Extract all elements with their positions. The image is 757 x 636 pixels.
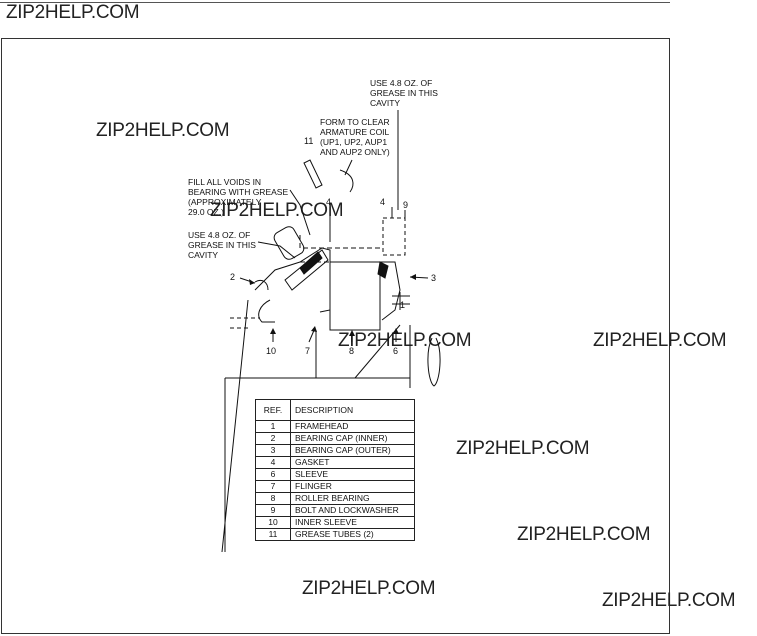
- legend-desc: GREASE TUBES (2): [290, 528, 415, 541]
- lifting-loop: [427, 337, 441, 387]
- legend-ref: 1: [255, 420, 291, 433]
- grease-tube-curve: [339, 169, 354, 193]
- legend-desc: SLEEVE: [290, 468, 415, 481]
- outer-cap: [380, 261, 401, 321]
- roller-cage: [273, 226, 305, 260]
- tag-6: 6: [393, 346, 399, 356]
- arrow-6: [393, 328, 399, 334]
- legend-desc: FLINGER: [290, 480, 415, 493]
- arrow-2: [249, 279, 255, 285]
- housing-right-block: [382, 217, 406, 256]
- leader-left-cavity: [257, 241, 296, 259]
- tag-8: 8: [349, 346, 355, 356]
- legend-header-desc: DESCRIPTION: [290, 399, 415, 421]
- tag-7: 7: [305, 346, 311, 356]
- legend-ref: 11: [255, 528, 291, 541]
- arrow-3: [410, 274, 416, 280]
- legend-desc: BOLT AND LOCKWASHER: [290, 504, 415, 517]
- watermark-6: ZIP2HELP.COM: [456, 438, 590, 459]
- legend-desc: BEARING CAP (INNER): [290, 432, 415, 445]
- roller-seal-left: [299, 251, 323, 275]
- legend-desc: FRAMEHEAD: [290, 420, 415, 433]
- leader-fill-voids: [289, 189, 311, 236]
- grease-tube: [303, 159, 323, 189]
- legend-ref: 9: [255, 504, 291, 517]
- arrow-7: [311, 326, 317, 332]
- legend-desc: ROLLER BEARING: [290, 492, 415, 505]
- shaft-diagonal-right: [354, 324, 401, 379]
- arrow-10: [270, 328, 276, 334]
- watermark-3: ZIP2HELP.COM: [210, 200, 344, 221]
- tag-3: 3: [431, 273, 437, 283]
- tag-9: 9: [403, 200, 409, 210]
- left-flange: [254, 279, 269, 291]
- tag-4b: 4: [380, 197, 386, 207]
- tag-1: 1: [400, 300, 406, 310]
- legend-ref: 8: [255, 492, 291, 505]
- tag-4a: 4: [326, 197, 332, 207]
- diagram-frame: [1, 38, 670, 634]
- watermark-8: ZIP2HELP.COM: [302, 578, 436, 599]
- shaft-diagonal-left: [221, 299, 249, 553]
- dashed-seal: [230, 317, 260, 329]
- legend-header-ref: REF.: [255, 399, 291, 421]
- lower-ring: [258, 299, 275, 323]
- note-grease-cavity-top: USE 4.8 OZ. OF GREASE IN THIS CAVITY: [370, 78, 438, 108]
- legend-header-row: REF. DESCRIPTION: [255, 399, 415, 421]
- watermark-2: ZIP2HELP.COM: [96, 120, 230, 141]
- legend-ref: 2: [255, 432, 291, 445]
- note-fill-voids: FILL ALL VOIDS IN BEARING WITH GREASE (A…: [188, 177, 289, 217]
- legend-ref: 4: [255, 456, 291, 469]
- center-bore: [329, 261, 381, 331]
- top-rule: [0, 2, 670, 3]
- tag-10: 10: [266, 346, 277, 356]
- watermark-1: ZIP2HELP.COM: [6, 2, 140, 23]
- legend-ref: 6: [255, 468, 291, 481]
- legend-ref: 7: [255, 480, 291, 493]
- tag-11: 11: [304, 136, 314, 146]
- tag-2: 2: [230, 272, 236, 282]
- legend-desc: GASKET: [290, 456, 415, 469]
- legend-ref: 10: [255, 516, 291, 529]
- watermark-9: ZIP2HELP.COM: [602, 590, 736, 611]
- legend-ref: 3: [255, 444, 291, 457]
- leader-form-coil: [344, 159, 353, 176]
- watermark-5: ZIP2HELP.COM: [593, 330, 727, 351]
- legend-desc: INNER SLEEVE: [290, 516, 415, 529]
- note-form-coil: FORM TO CLEAR ARMATURE COIL (UP1, UP2, A…: [320, 117, 390, 157]
- legend-desc: BEARING CAP (OUTER): [290, 444, 415, 457]
- bolt: [392, 292, 410, 310]
- watermark-7: ZIP2HELP.COM: [517, 524, 651, 545]
- arrow-8: [349, 330, 355, 336]
- note-grease-cavity-left: USE 4.8 OZ. OF GREASE IN THIS CAVITY: [188, 230, 256, 260]
